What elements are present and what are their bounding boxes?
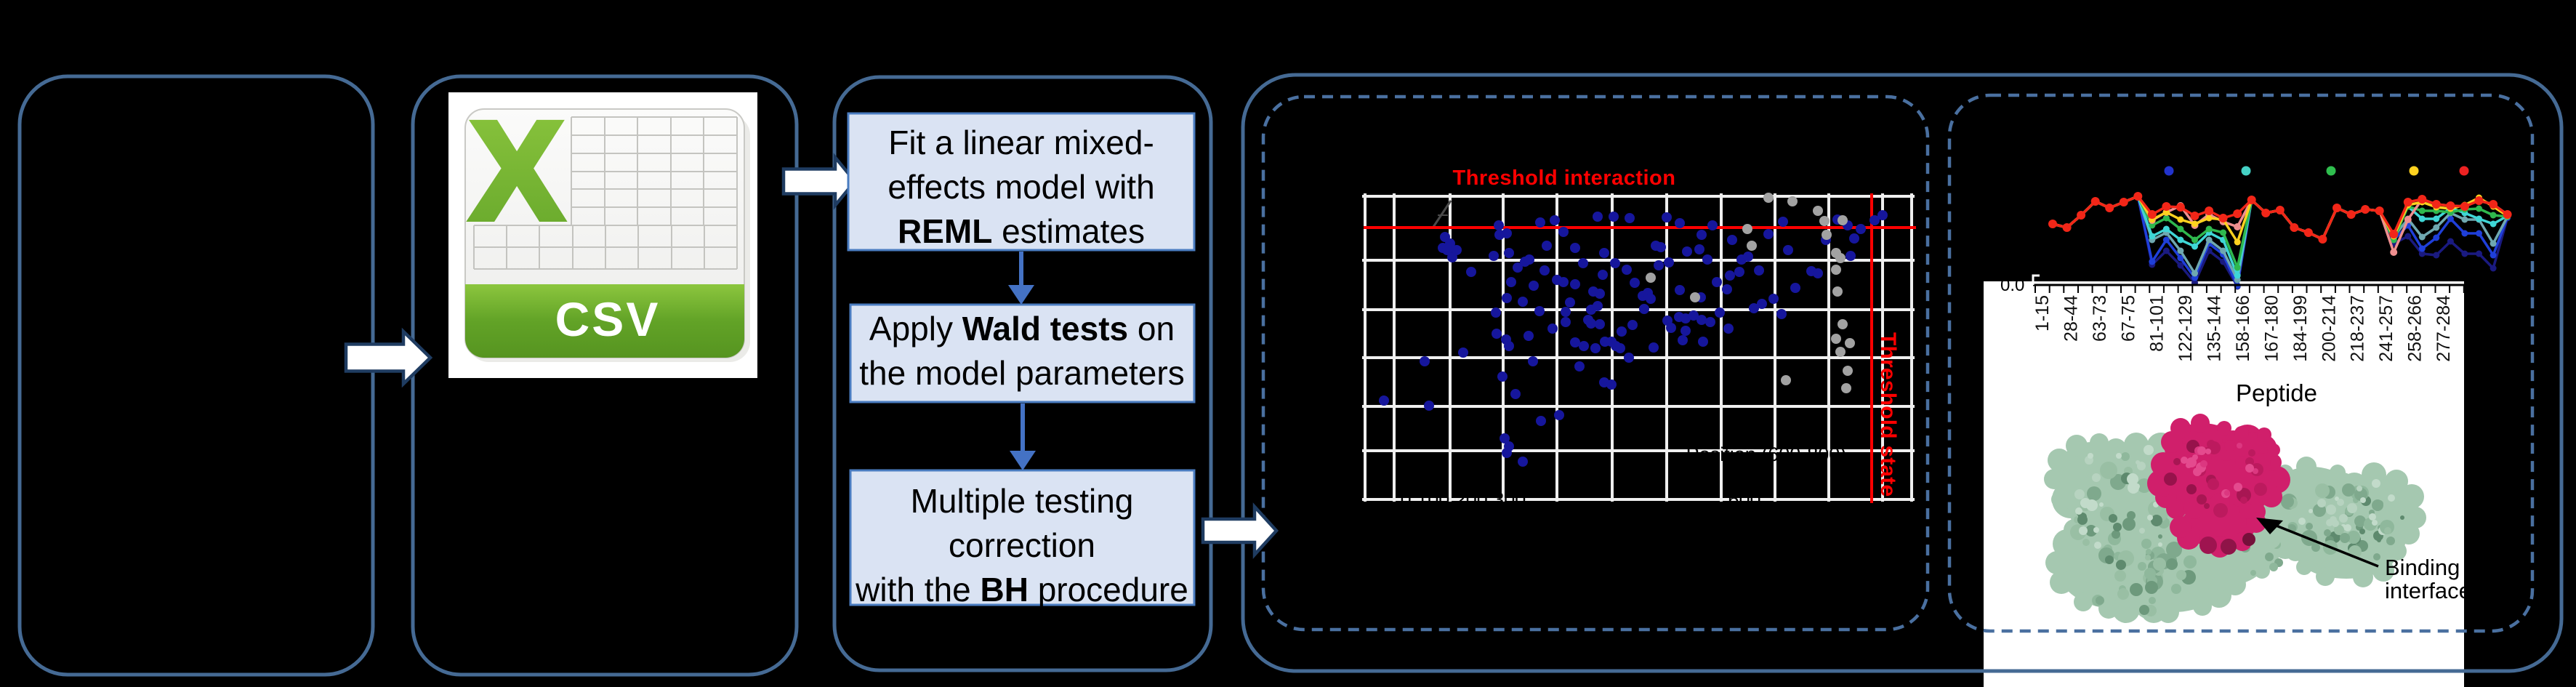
svg-text:CSV: CSV — [555, 292, 661, 346]
svg-text:63-73: 63-73 — [2090, 295, 2110, 342]
svg-text:X: X — [470, 92, 563, 249]
svg-text:277-284: 277-284 — [2434, 295, 2454, 362]
svg-text:with the BH procedure: with the BH procedure — [855, 571, 1188, 608]
svg-text:184-199: 184-199 — [2290, 295, 2311, 362]
svg-text:158-166: 158-166 — [2233, 295, 2253, 362]
svg-text:28-44: 28-44 — [2061, 295, 2081, 342]
svg-text:Apply Wald tests on: Apply Wald tests on — [869, 310, 1175, 347]
svg-text:122-129: 122-129 — [2175, 295, 2196, 362]
svg-text:the model parameters: the model parameters — [859, 354, 1184, 392]
svg-text:Multiple testing: Multiple testing — [911, 482, 1134, 520]
svg-text:0.0: 0.0 — [2000, 276, 2024, 295]
svg-text:Threshold state: Threshold state — [1876, 332, 1900, 497]
svg-text:600: 600 — [1728, 489, 1760, 510]
svg-text:200-214: 200-214 — [2319, 295, 2339, 362]
svg-text:67-75: 67-75 — [2118, 295, 2138, 342]
svg-text:135-144: 135-144 — [2205, 295, 2225, 362]
svg-text:Position (600-800): Position (600-800) — [1686, 443, 1847, 465]
svg-text:Peptide: Peptide — [2236, 379, 2317, 406]
svg-text:REML estimates: REML estimates — [898, 212, 1145, 250]
svg-text:correction: correction — [949, 526, 1095, 564]
svg-text:Threshold interaction: Threshold interaction — [1453, 166, 1676, 190]
svg-text:258-266: 258-266 — [2405, 295, 2426, 362]
svg-text:167-180: 167-180 — [2261, 295, 2282, 362]
svg-text:interface: interface — [2385, 578, 2471, 603]
svg-text:Fit a linear mixed-: Fit a linear mixed- — [888, 124, 1154, 161]
svg-text:Binding: Binding — [2385, 555, 2460, 580]
svg-text:effects model with: effects model with — [887, 168, 1154, 206]
svg-text:241-257: 241-257 — [2376, 295, 2396, 362]
svg-text:1-15: 1-15 — [2032, 295, 2053, 332]
svg-text:81-101: 81-101 — [2147, 295, 2168, 352]
svg-text:218-237: 218-237 — [2348, 295, 2368, 362]
svg-text:0 100 200 300: 0 100 200 300 — [1401, 489, 1526, 510]
